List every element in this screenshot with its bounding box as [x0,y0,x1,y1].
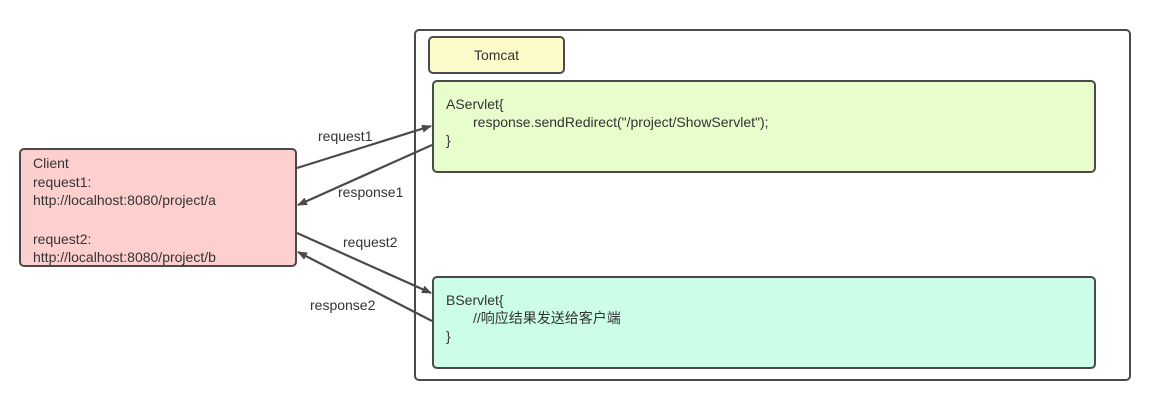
request2-arrow [296,231,432,295]
request1-arrow [296,124,432,170]
aservlet-body: response.sendRedirect("/project/ShowServ… [473,114,769,130]
client-request2-label: request2: [33,230,92,247]
response2-label: response2 [310,297,376,313]
response1-label: response1 [338,184,404,200]
aservlet-open: AServlet{ [446,96,504,112]
client-request1-url: http://localhost:8080/project/a [33,192,216,208]
bservlet-close: } [446,328,451,344]
tomcat-label-box: Tomcat [428,36,565,74]
client-box: Client request1: http://localhost:8080/p… [19,148,297,267]
tomcat-label: Tomcat [473,47,520,63]
bservlet-open: BServlet{ [446,292,504,308]
request2-label: request2 [343,234,398,250]
client-request2-url: http://localhost:8080/project/b [33,249,216,265]
bservlet-box: BServlet{ //响应结果发送给客户端 } [432,276,1096,369]
client-request1-label: request1: [33,173,92,190]
response2-arrow [297,251,433,322]
bservlet-body: //响应结果发送给客户端 [473,310,621,326]
client-title: Client [33,155,69,171]
aservlet-box: AServlet{ response.sendRedirect("/projec… [432,80,1096,173]
request1-label: request1 [318,128,373,144]
response1-arrow [297,143,433,207]
aservlet-close: } [446,132,451,148]
